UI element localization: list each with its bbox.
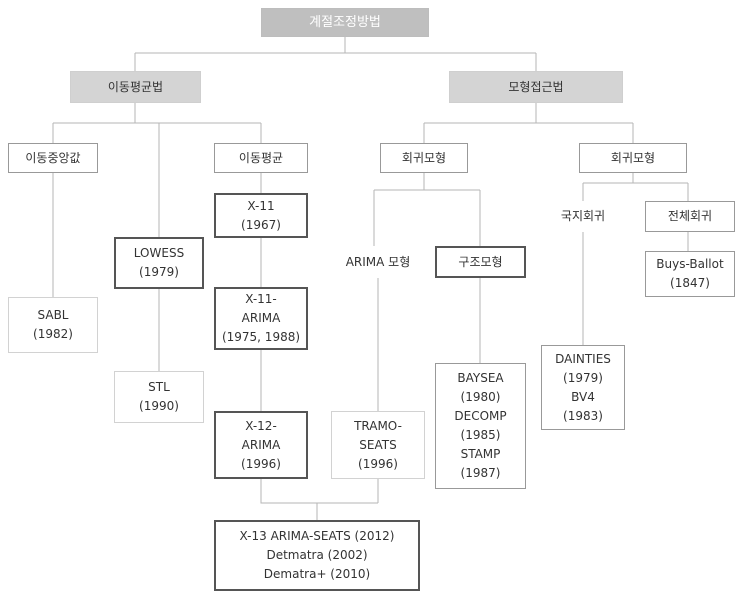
connector-moving-average-method [52, 103, 262, 237]
connector-autoregressive [373, 173, 481, 246]
arima-model-box: ARIMA 모형 [345, 254, 411, 269]
moving-average-method-box: 이동평균법 [70, 71, 201, 103]
x12-arima-box: X-12- ARIMA (1996) [214, 411, 308, 479]
model-approach-box: 모형접근법 [449, 71, 623, 103]
autoregressive-model-box: 회귀모형 [380, 143, 468, 173]
connector-root [134, 37, 537, 71]
x11-arima-box: X-11- ARIMA (1975, 1988) [214, 287, 308, 350]
final-group-box: X-13 ARIMA-SEATS (2012) Detmatra (2002) … [214, 520, 420, 591]
connector-moving-average-chain [260, 173, 379, 520]
local-regression-box: 국지회귀 [560, 209, 606, 223]
sabl-box: SABL (1982) [8, 297, 98, 353]
connector-model-approach [423, 103, 634, 143]
moving-median-box: 이동중앙값 [8, 143, 98, 173]
regression-model-box: 회귀모형 [579, 143, 687, 173]
moving-average-box: 이동평균 [214, 143, 308, 173]
title-box: 계절조정방법 [261, 8, 429, 37]
connector-regression [582, 173, 689, 201]
x11-box: X-11 (1967) [214, 193, 308, 238]
stl-box: STL (1990) [114, 371, 204, 423]
buys-ballot-box: Buys-Ballot (1847) [645, 251, 735, 297]
dainties-group-box: DAINTIES (1979) BV4 (1983) [541, 345, 625, 430]
tramo-seats-box: TRAMO- SEATS (1996) [331, 411, 425, 479]
baysea-group-box: BAYSEA (1980) DECOMP (1985) STAMP (1987) [435, 363, 526, 489]
structural-model-box: 구조모형 [435, 246, 526, 278]
global-regression-box: 전체회귀 [645, 201, 735, 232]
lowess-box: LOWESS (1979) [114, 237, 204, 289]
